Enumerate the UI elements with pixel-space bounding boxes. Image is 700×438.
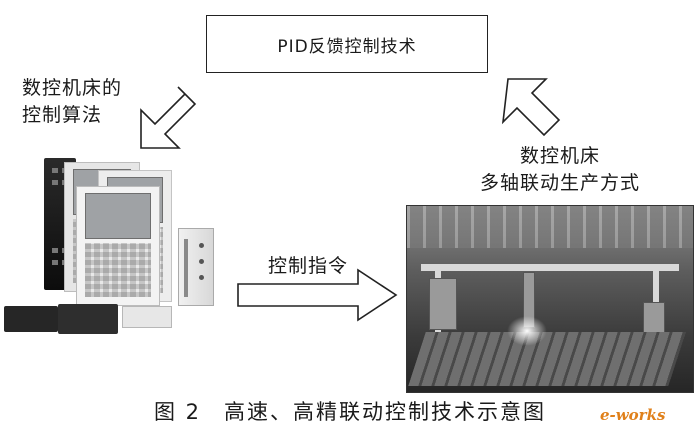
arrow-up-left [501,78,561,137]
label-line: 数控机床 [519,145,600,167]
figure-caption: 图 2 高速、高精联动控制技术示意图 [153,400,547,424]
pid-feedback-label: PID反馈控制技术 [277,36,417,57]
label-control-command: 控制指令 [268,255,349,277]
label-line: 控制算法 [22,104,103,126]
pid-feedback-box: PID反馈控制技术 [206,15,488,73]
multi-axis-factory-photo [406,205,694,393]
servo-drive-unit [178,228,214,306]
io-module [4,306,58,332]
arrow-down-left [140,86,197,149]
io-module [58,304,118,334]
label-line: 多轴联动生产方式 [479,172,640,194]
e-works-logo: e-works [600,406,666,424]
label-line: 数控机床的 [22,77,123,99]
label-cnc-control-algorithm: 数控机床的 控制算法 [22,75,122,129]
network-switch [122,306,172,328]
cnc-controller-panel [76,186,160,306]
label-cnc-multi-axis: 数控机床 多轴联动生产方式 [450,143,670,197]
